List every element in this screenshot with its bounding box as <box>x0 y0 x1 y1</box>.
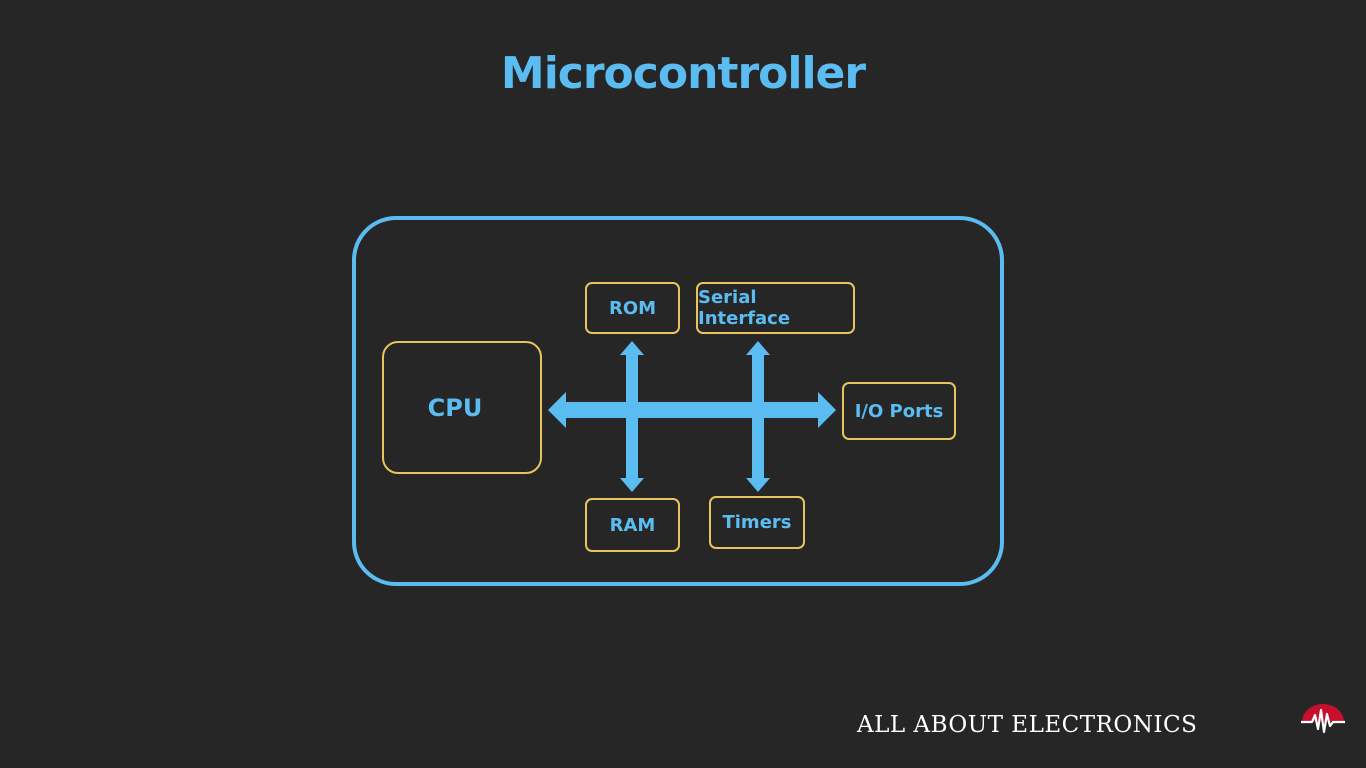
slide-title: Microcontroller <box>500 48 866 99</box>
main-bus-arrow <box>548 392 836 428</box>
rom-label: ROM <box>608 297 657 319</box>
io-ports-block: I/O Ports <box>842 382 956 440</box>
cpu-label: CPU <box>427 393 483 422</box>
timers-block: Timers <box>709 496 805 549</box>
brand-name: ALL ABOUT ELECTRONICS <box>857 712 1198 738</box>
serial-interface-block: Serial Interface <box>696 282 855 334</box>
microcontroller-boundary <box>352 216 1004 586</box>
ram-label: RAM <box>609 514 656 536</box>
ram-block: RAM <box>585 498 680 552</box>
timers-label: Timers <box>722 512 792 533</box>
rom-ram-bus-arrow <box>620 341 644 492</box>
cpu-block: CPU <box>382 341 542 474</box>
rom-block: ROM <box>585 282 680 334</box>
serial-interface-label: Serial Interface <box>698 287 791 329</box>
waveform-logo-icon <box>1301 704 1345 734</box>
io-ports-label: I/O Ports <box>854 400 944 422</box>
serial-timers-bus-arrow <box>746 341 770 492</box>
